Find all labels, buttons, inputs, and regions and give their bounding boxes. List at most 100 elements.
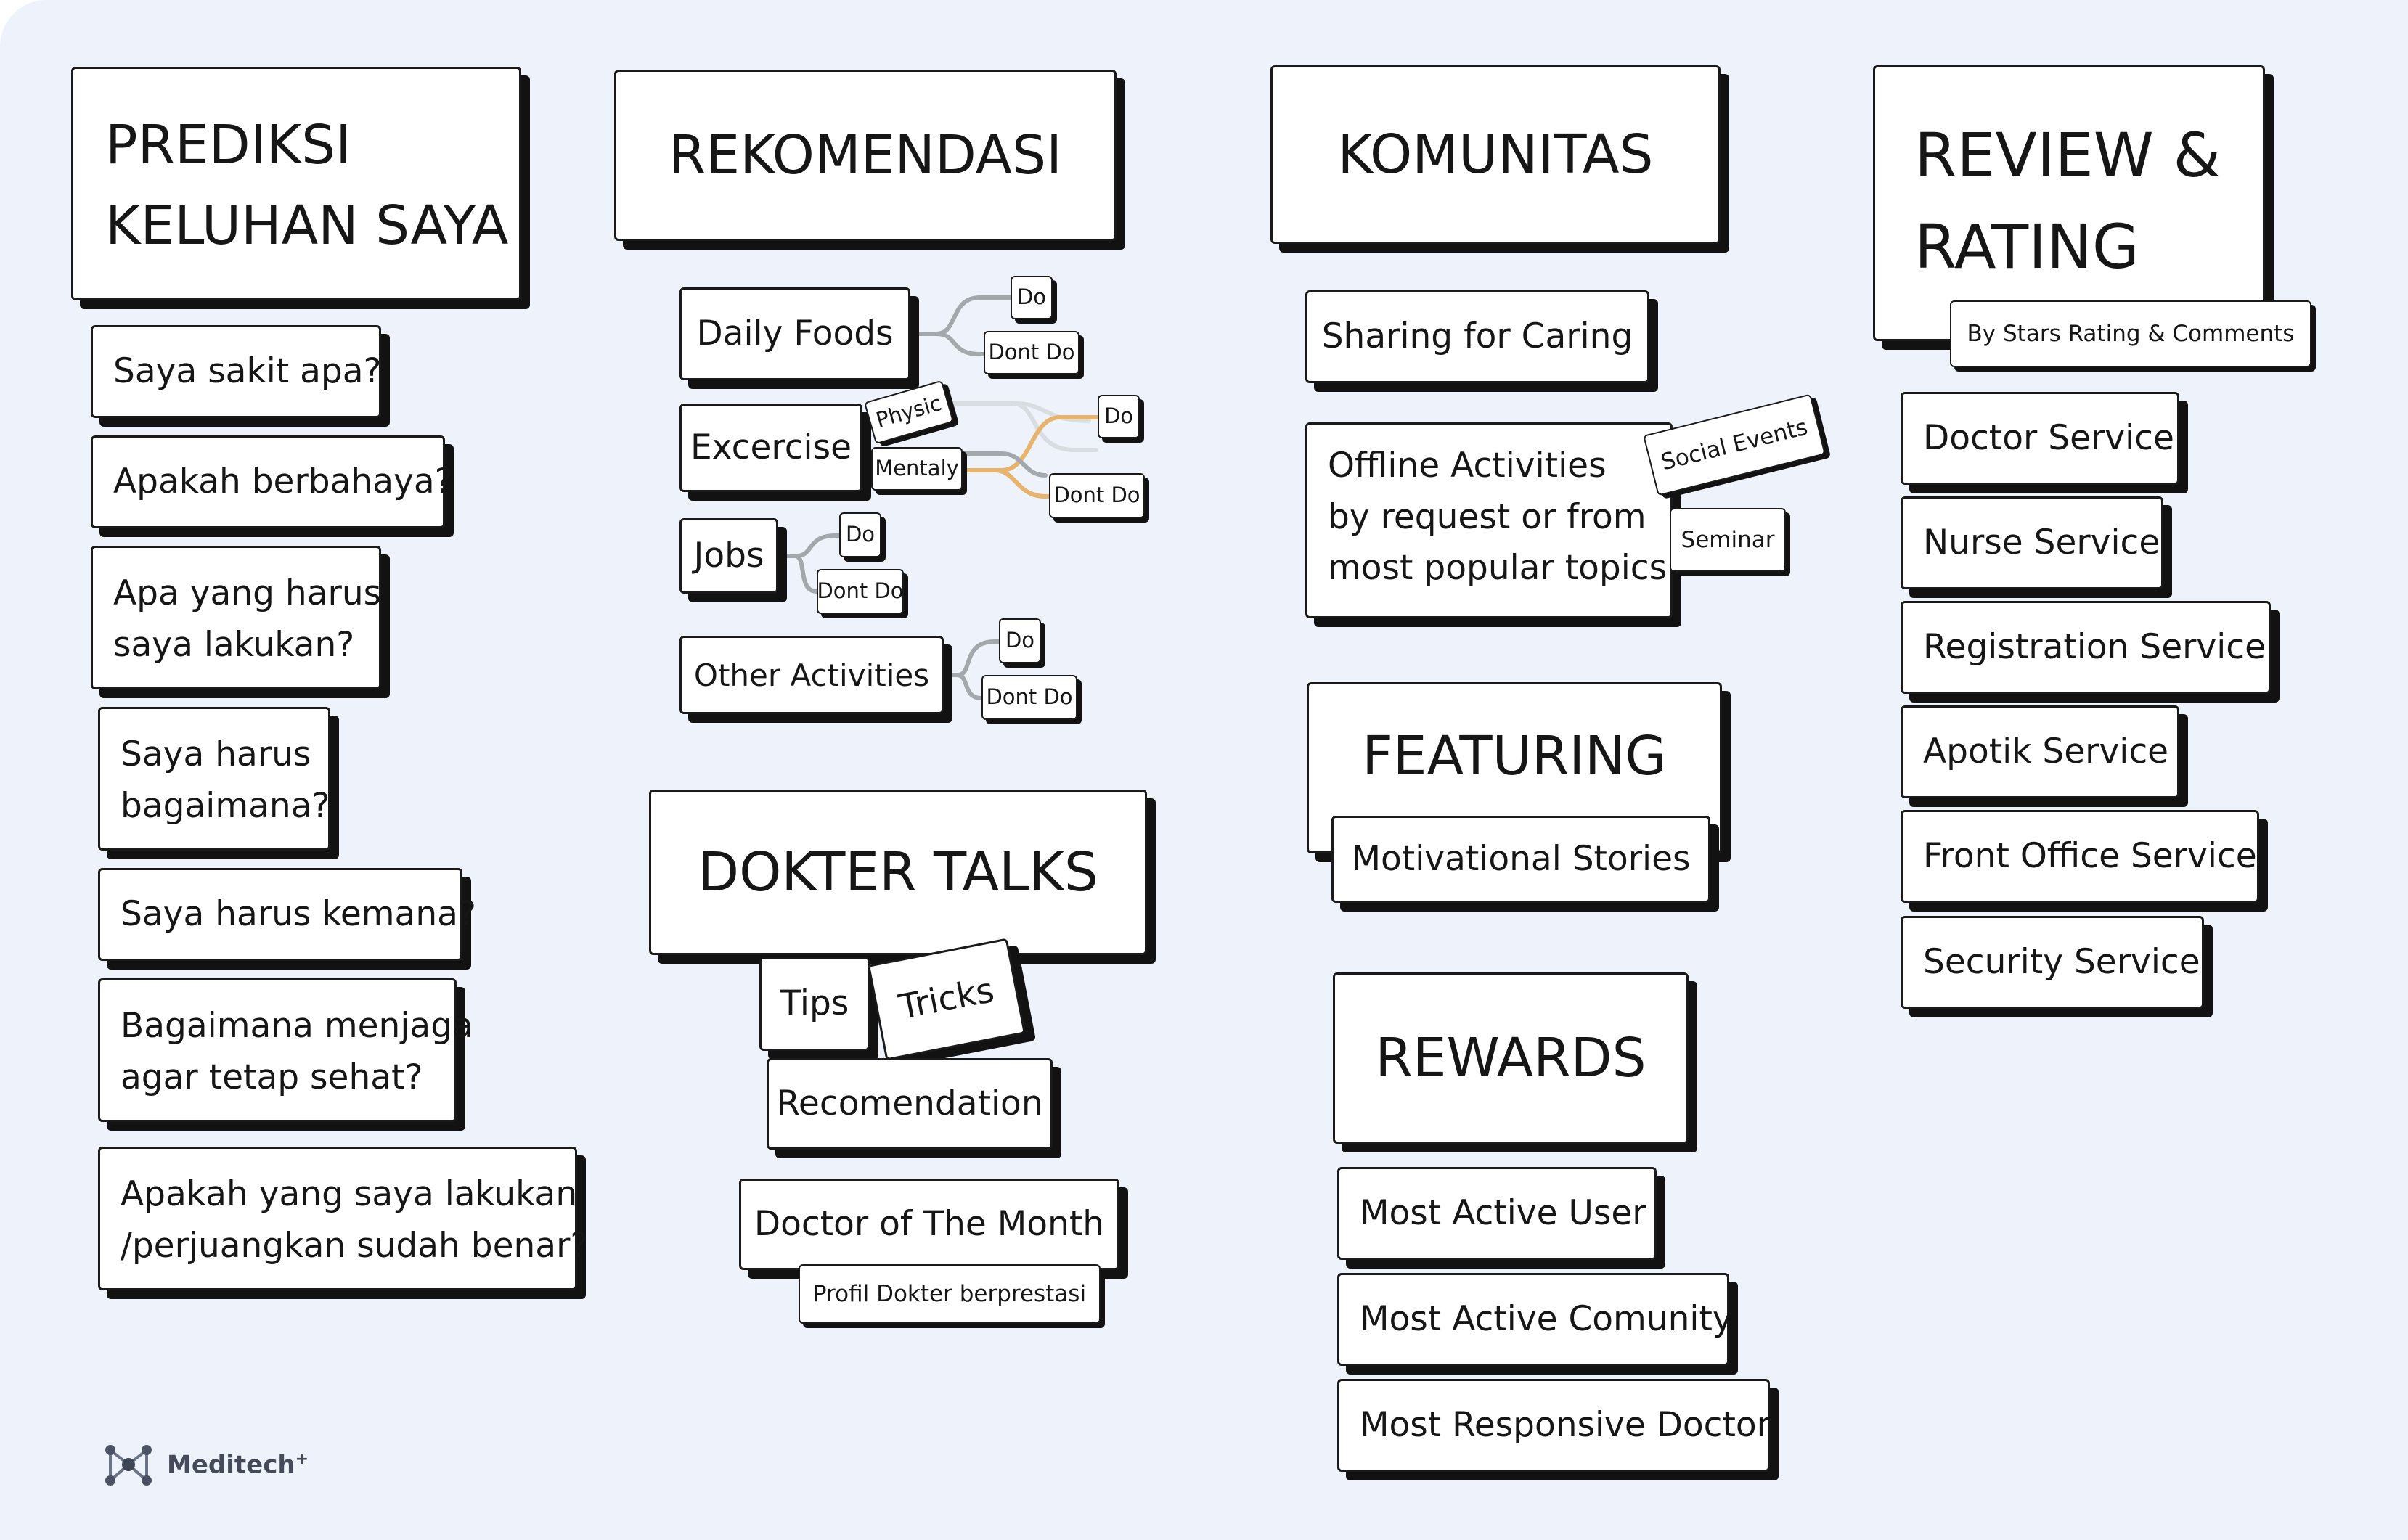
- tips-node[interactable]: Tips: [759, 957, 870, 1051]
- reward-most-active-comunity[interactable]: Most Active Comunity: [1337, 1273, 1733, 1366]
- prediksi-item-label-line1: Apakah yang saya lakukan: [121, 1174, 578, 1214]
- service-nurse[interactable]: Nurse Service: [1901, 496, 2163, 589]
- jobs-label: Jobs: [693, 535, 764, 576]
- meditech-logo: Meditech+: [100, 1438, 309, 1491]
- sharing-label: Sharing for Caring: [1321, 316, 1633, 356]
- prediksi-item-lakukan[interactable]: Apa yang harus saya lakukan?: [91, 546, 381, 689]
- sharing-for-caring-node[interactable]: Sharing for Caring: [1305, 290, 1649, 383]
- dokter-talks-title: DOKTER TALKS: [698, 840, 1098, 904]
- jobs-dont-tag[interactable]: Dont Do: [817, 569, 904, 614]
- tag-label: Dont Do: [988, 340, 1075, 365]
- prediksi-item-sehat[interactable]: Bagaimana menjaga agar tetap sehat?: [98, 978, 473, 1122]
- doctor-of-month-node[interactable]: Doctor of The Month: [739, 1179, 1119, 1270]
- excercise-mentaly-tag[interactable]: Mentaly: [871, 447, 963, 491]
- reward-label: Most Active User: [1360, 1192, 1646, 1233]
- stars-rating-tag[interactable]: By Stars Rating & Comments: [1950, 300, 2311, 367]
- offline-line3: most popular topics: [1328, 548, 1668, 588]
- tag-label: Do: [1016, 284, 1047, 310]
- service-apotik[interactable]: Apotik Service: [1901, 705, 2179, 798]
- service-registration[interactable]: Registration Service: [1901, 601, 2271, 694]
- other-activities-node[interactable]: Other Activities: [679, 636, 944, 714]
- motivational-stories-node[interactable]: Motivational Stories: [1331, 816, 1710, 903]
- doctor-of-month-label: Doctor of The Month: [754, 1203, 1105, 1244]
- service-front-office[interactable]: Front Office Service: [1901, 810, 2259, 903]
- prediksi-item-label-line1: Saya harus: [121, 734, 311, 774]
- prediksi-item-label: Apakah berbahaya?: [113, 461, 453, 501]
- excercise-do-tag[interactable]: Do: [1098, 395, 1140, 438]
- reward-label: Most Active Comunity: [1360, 1298, 1733, 1339]
- reward-label: Most Responsive Doctor: [1360, 1404, 1771, 1445]
- brand-superscript: +: [295, 1449, 309, 1468]
- reward-most-active-user[interactable]: Most Active User: [1337, 1167, 1657, 1260]
- tag-label: Dont Do: [817, 578, 904, 604]
- komunitas-title: KOMUNITAS: [1337, 123, 1654, 186]
- daily-foods-label: Daily Foods: [696, 313, 894, 353]
- seminar-tag[interactable]: Seminar: [1670, 508, 1786, 572]
- prediksi-item-bagaimana[interactable]: Saya harus bagaimana?: [98, 707, 330, 851]
- prediksi-item-label: Saya sakit apa?: [113, 351, 382, 391]
- other-dont-tag[interactable]: Dont Do: [981, 675, 1077, 720]
- tag-label: Do: [845, 522, 876, 547]
- recomendation-label: Recomendation: [776, 1083, 1043, 1123]
- connector-daily-dont: [911, 332, 986, 356]
- connector-jobs-do: [776, 533, 841, 558]
- prediksi-title-box[interactable]: PREDIKSI KELUHAN SAYA: [71, 67, 521, 300]
- service-doctor[interactable]: Doctor Service: [1901, 392, 2179, 485]
- service-label: Security Service: [1923, 941, 2200, 982]
- service-label: Apotik Service: [1923, 731, 2169, 771]
- komunitas-title-box[interactable]: KOMUNITAS: [1270, 65, 1721, 244]
- connector-excercise-gray: [869, 451, 1048, 478]
- excercise-dont-tag[interactable]: Dont Do: [1049, 473, 1145, 518]
- rekomendasi-title-box[interactable]: REKOMENDASI: [614, 70, 1117, 241]
- tag-label: Do: [1005, 628, 1035, 653]
- review-title-box[interactable]: REVIEW & RATING: [1873, 65, 2265, 341]
- featuring-title: FEATURING: [1362, 725, 1667, 787]
- prediksi-item-sakit[interactable]: Saya sakit apa?: [91, 325, 382, 418]
- profil-dokter-tag[interactable]: Profil Dokter berprestasi: [799, 1264, 1101, 1324]
- prediksi-item-label-line2: saya lakukan?: [113, 624, 355, 665]
- excercise-node[interactable]: Excercise: [679, 404, 862, 492]
- other-activities-label: Other Activities: [693, 657, 930, 693]
- prediksi-item-label-line2: /perjuangkan sudah benar?: [121, 1225, 589, 1266]
- tips-label: Tips: [780, 983, 849, 1023]
- connector-daily-do: [911, 295, 1013, 336]
- service-label: Nurse Service: [1923, 522, 2160, 562]
- dokter-talks-title-box[interactable]: DOKTER TALKS: [649, 790, 1147, 955]
- jobs-node[interactable]: Jobs: [679, 518, 778, 594]
- prediksi-title-line2: KELUHAN SAYA: [105, 194, 509, 257]
- motivational-stories-label: Motivational Stories: [1351, 838, 1691, 879]
- tag-label: Mentaly: [875, 456, 959, 481]
- connector-excercise-light2: [947, 401, 1091, 423]
- tag-label: Dont Do: [986, 684, 1073, 710]
- service-label: Front Office Service: [1923, 835, 2257, 876]
- prediksi-item-label-line2: bagaimana?: [121, 785, 330, 826]
- offline-line1: Offline Activities: [1328, 446, 1607, 486]
- molecule-icon: [105, 1445, 152, 1486]
- connector-excercise-orange2: [960, 468, 1051, 499]
- review-title-line1: REVIEW &: [1914, 120, 2221, 191]
- tag-label: Dont Do: [1053, 483, 1140, 508]
- prediksi-item-label-line1: Bagaimana menjaga: [121, 1006, 473, 1046]
- prediksi-item-label-line2: agar tetap sehat?: [121, 1057, 423, 1097]
- prediksi-item-kemana[interactable]: Saya harus kemana?: [98, 868, 476, 961]
- tag-label: Profil Dokter berprestasi: [812, 1280, 1087, 1307]
- reward-most-responsive-doctor[interactable]: Most Responsive Doctor: [1337, 1379, 1771, 1472]
- recomendation-node[interactable]: Recomendation: [767, 1058, 1053, 1150]
- prediksi-item-benar[interactable]: Apakah yang saya lakukan /perjuangkan su…: [98, 1147, 589, 1290]
- prediksi-title-line1: PREDIKSI: [105, 114, 351, 176]
- rekomendasi-title: REKOMENDASI: [669, 123, 1062, 187]
- prediksi-item-berbahaya[interactable]: Apakah berbahaya?: [91, 435, 453, 528]
- jobs-do-tag[interactable]: Do: [839, 512, 881, 557]
- daily-foods-do-tag[interactable]: Do: [1011, 276, 1053, 319]
- daily-foods-node[interactable]: Daily Foods: [679, 287, 910, 380]
- other-do-tag[interactable]: Do: [999, 618, 1041, 663]
- service-security[interactable]: Security Service: [1901, 916, 2204, 1009]
- daily-foods-dont-tag[interactable]: Dont Do: [984, 331, 1079, 374]
- offline-activities-node[interactable]: Offline Activities by request or from mo…: [1305, 422, 1673, 618]
- connector-excercise-orange1: [960, 415, 1100, 472]
- brand-name: Meditech+: [167, 1449, 309, 1480]
- rewards-title-box[interactable]: REWARDS: [1333, 972, 1689, 1144]
- tricks-label: Tricks: [895, 970, 997, 1028]
- offline-line2: by request or from: [1328, 496, 1646, 537]
